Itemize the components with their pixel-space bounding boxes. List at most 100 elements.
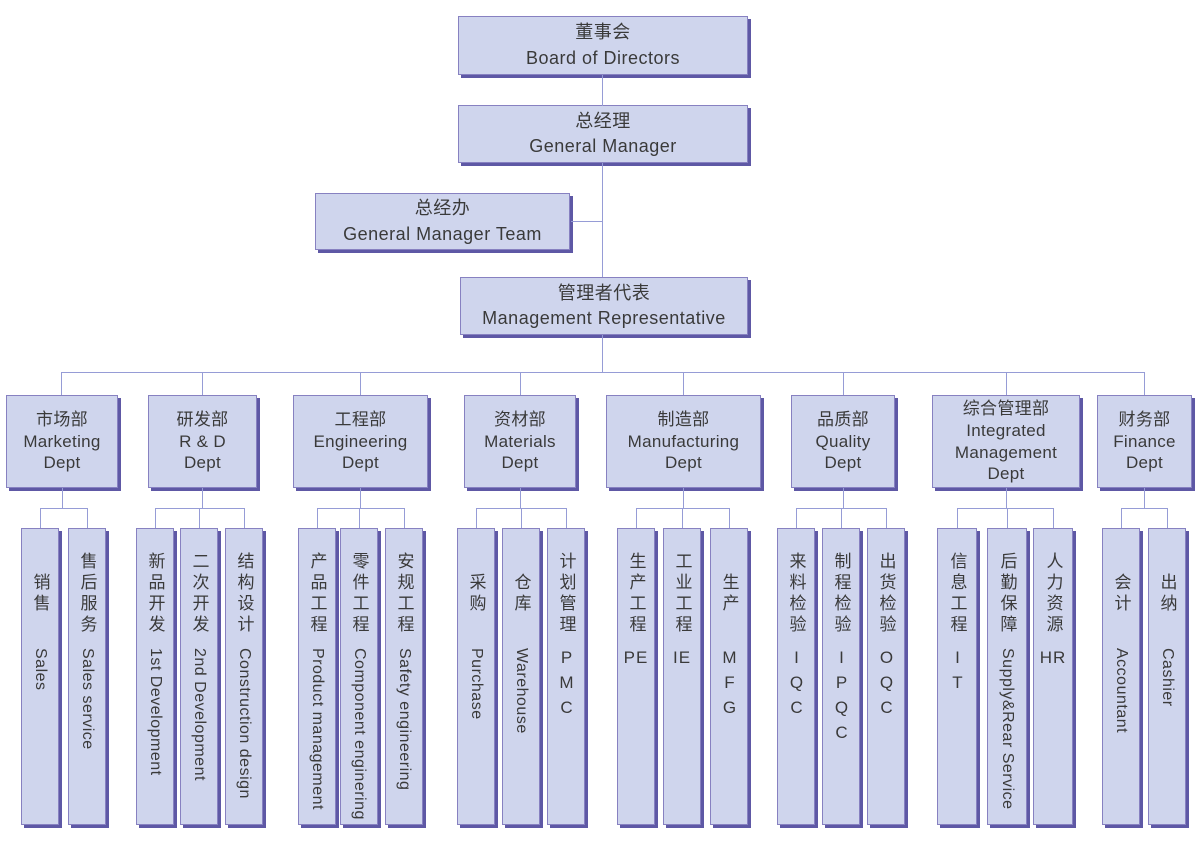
org-node-dept-manufacturing: 制造部 Manufacturing Dept	[606, 395, 761, 488]
sub-name-en: Safety engineering	[396, 648, 413, 791]
sub-name-en: Purchase	[468, 648, 485, 720]
dept-name-en: Manufacturing Dept	[627, 431, 740, 473]
sub-name-en: IPQC	[832, 648, 851, 748]
sub-name-cn: 生产	[719, 573, 739, 615]
sub-name-en: HR	[1039, 648, 1067, 667]
sub-name-en: MFG	[720, 648, 739, 723]
sub-name-en: Supply&Rear Service	[999, 648, 1016, 810]
connector	[476, 508, 477, 529]
connector	[359, 508, 360, 529]
org-node-mgmt-rep: 管理者代表 Management Representative	[460, 277, 748, 335]
connector	[602, 163, 603, 277]
org-node-sub-sales-service: 售后服务 Sales service	[68, 528, 106, 825]
connector	[796, 508, 797, 529]
sub-name-cn: 计划管理	[556, 552, 576, 636]
org-node-dept-marketing: 市场部 Marketing Dept	[6, 395, 118, 488]
sub-name-en: 1st Development	[147, 648, 164, 776]
sub-name-cn: 产品工程	[307, 552, 327, 636]
sub-name-cn: 人力资源	[1043, 552, 1063, 636]
org-node-sub-it: 信息工程 IT	[937, 528, 977, 825]
sub-name-en: Product management	[309, 648, 326, 810]
board-name-en: Board of Directors	[525, 47, 681, 68]
connector	[317, 508, 405, 509]
org-node-dept-quality: 品质部 Quality Dept	[791, 395, 895, 488]
org-node-gm-team: 总经办 General Manager Team	[315, 193, 570, 250]
dept-name-en: Engineering Dept	[313, 431, 408, 473]
dept-name-cn: 资材部	[494, 410, 546, 430]
connector	[360, 488, 361, 509]
connector	[40, 508, 88, 509]
connector	[1144, 372, 1145, 395]
connector	[155, 508, 245, 509]
dept-name-en: Marketing Dept	[23, 431, 101, 473]
sub-name-cn: 零件工程	[349, 552, 369, 636]
connector	[841, 508, 842, 529]
connector	[520, 488, 521, 509]
dept-name-en: Integrated Management Dept	[954, 420, 1058, 484]
connector	[602, 335, 603, 373]
gm-name-cn: 总经理	[575, 110, 631, 131]
org-node-sub-construction-design: 结构设计 Construction design	[225, 528, 263, 825]
connector	[957, 508, 958, 529]
org-node-dept-integrated-management: 综合管理部 Integrated Management Dept	[932, 395, 1080, 488]
org-node-dept-rnd: 研发部 R & D Dept	[148, 395, 257, 488]
sub-name-cn: 信息工程	[947, 552, 967, 636]
sub-name-cn: 后勤保障	[997, 552, 1017, 636]
org-node-sub-product-management: 产品工程 Product management	[298, 528, 336, 825]
connector	[1006, 372, 1007, 395]
org-node-board: 董事会 Board of Directors	[458, 16, 748, 75]
connector	[602, 75, 603, 106]
connector	[520, 372, 521, 395]
org-node-sub-hr: 人力资源 HR	[1033, 528, 1073, 825]
dept-name-cn: 制造部	[657, 410, 710, 430]
connector	[683, 488, 684, 509]
mgmt-rep-name-cn: 管理者代表	[557, 282, 651, 303]
org-node-sub-mfg: 生产 MFG	[710, 528, 748, 825]
connector	[1121, 508, 1122, 529]
connector	[843, 488, 844, 509]
connector	[636, 508, 730, 509]
connector	[1053, 508, 1054, 529]
org-node-sub-pmc: 计划管理 PMC	[547, 528, 585, 825]
board-name-cn: 董事会	[575, 22, 631, 43]
org-node-sub-safety-engineering: 安规工程 Safety engineering	[385, 528, 423, 825]
sub-name-cn: 会计	[1111, 573, 1131, 615]
dept-name-en: Materials Dept	[484, 431, 556, 473]
connector	[61, 372, 62, 395]
org-node-sub-2nd-development: 二次开发 2nd Development	[180, 528, 218, 825]
sub-name-cn: 新品开发	[145, 552, 165, 636]
connector	[843, 372, 844, 395]
sub-name-cn: 仓库	[511, 573, 531, 615]
org-node-sub-iqc: 来料检验 IQC	[777, 528, 815, 825]
sub-name-cn: 二次开发	[189, 552, 209, 636]
org-node-sub-accountant: 会计 Accountant	[1102, 528, 1140, 825]
connector	[360, 372, 361, 395]
connector	[202, 372, 203, 395]
connector	[521, 508, 522, 529]
connector	[244, 508, 245, 529]
sub-name-en: Component enginering	[351, 648, 368, 820]
gm-team-name-en: General Manager Team	[343, 223, 542, 244]
connector	[957, 508, 1054, 509]
sub-name-cn: 售后服务	[77, 552, 97, 636]
dept-name-cn: 研发部	[176, 410, 229, 430]
sub-name-cn: 安规工程	[394, 552, 414, 636]
sub-name-en: Sales service	[79, 648, 96, 750]
dept-name-cn: 品质部	[817, 410, 869, 430]
org-node-dept-engineering: 工程部 Engineering Dept	[293, 395, 428, 488]
sub-name-en: PE	[623, 648, 649, 667]
sub-name-en: Sales	[32, 648, 49, 691]
org-node-dept-finance: 财务部 Finance Dept	[1097, 395, 1192, 488]
connector	[202, 488, 203, 509]
connector	[155, 508, 156, 529]
dept-name-cn: 市场部	[36, 410, 88, 430]
connector	[636, 508, 637, 529]
org-node-general-manager: 总经理 General Manager	[458, 105, 748, 163]
sub-name-en: PMC	[557, 648, 576, 723]
sub-name-cn: 出货检验	[876, 552, 896, 636]
sub-name-cn: 工业工程	[672, 552, 692, 636]
connector	[682, 508, 683, 529]
connector	[61, 372, 1145, 373]
connector	[87, 508, 88, 529]
